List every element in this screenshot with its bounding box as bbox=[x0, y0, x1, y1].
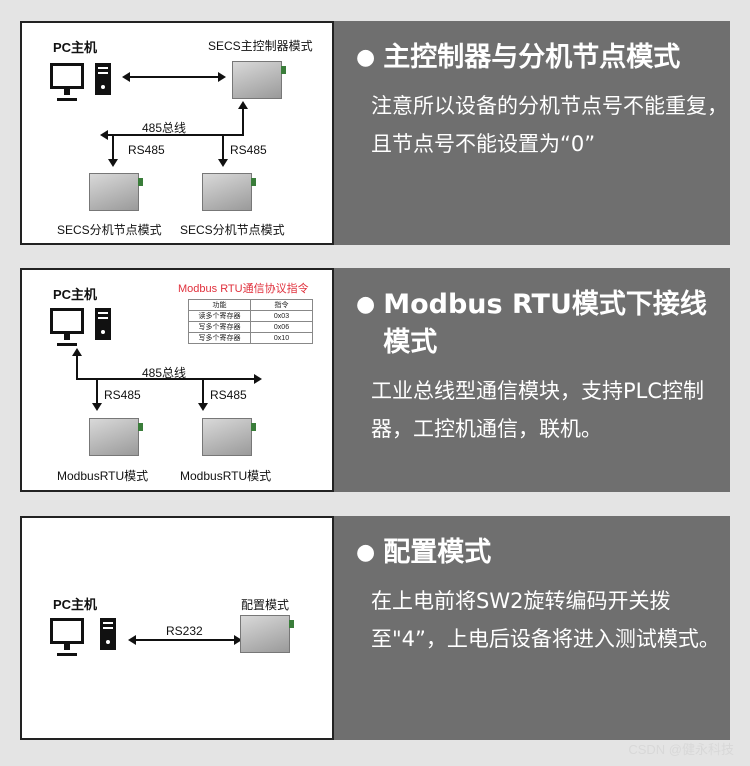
table-header-cell: 功能 bbox=[188, 299, 251, 311]
section-body: 工业总线型通信模块，支持PLC控制器，工控机通信，联机。 bbox=[371, 379, 705, 441]
command-table: 功能 指令 读多个寄存器 0x03 写多个寄存器 0x06 写多个寄存器 0x1… bbox=[188, 299, 313, 344]
section-title: ●配置模式 bbox=[356, 534, 730, 572]
table-row: 写多个寄存器 0x10 bbox=[188, 332, 313, 344]
rs485-label-left: RS485 bbox=[104, 388, 141, 402]
bullet-icon: ● bbox=[356, 45, 376, 70]
section-modbus: PC主机 Modbus RTU通信协议指令 功能 指令 读多个寄存器 0x03 … bbox=[20, 268, 730, 492]
diagram-modbus: PC主机 Modbus RTU通信协议指令 功能 指令 读多个寄存器 0x03 … bbox=[20, 268, 334, 492]
arrow-left-icon bbox=[128, 635, 136, 645]
device-label: 配置模式 bbox=[241, 598, 290, 612]
rs485-label-right: RS485 bbox=[230, 143, 267, 157]
description-panel: ●配置模式 在上电前将SW2旋转编码开关拨至"4”，上电后设备将进入测试模式。 bbox=[334, 516, 730, 740]
arrow-up-icon bbox=[238, 101, 248, 109]
link-line bbox=[134, 639, 234, 641]
arrow-right-icon bbox=[234, 635, 242, 645]
link-line bbox=[128, 76, 218, 78]
node-device-icon bbox=[89, 173, 143, 211]
pc-tower-icon bbox=[95, 63, 111, 95]
monitor-base bbox=[57, 98, 77, 101]
pc-tower-icon bbox=[100, 618, 116, 650]
monitor-icon bbox=[50, 618, 84, 650]
arrow-down-icon bbox=[108, 159, 118, 167]
table-header-row: 功能 指令 bbox=[188, 299, 313, 311]
bullet-icon: ● bbox=[356, 540, 376, 565]
arrow-left-icon bbox=[122, 72, 130, 82]
watermark: CSDN @健永科技 bbox=[628, 742, 734, 757]
node-device-icon bbox=[202, 173, 256, 211]
pc-label: PC主机 bbox=[53, 40, 98, 55]
description-panel: ●主控制器与分机节点模式 注意所以设备的分机节点号不能重复，且节点号不能设置为“… bbox=[334, 21, 730, 245]
section-body: 在上电前将SW2旋转编码开关拨至"4”，上电后设备将进入测试模式。 bbox=[371, 589, 720, 651]
section-title: ●主控制器与分机节点模式 bbox=[356, 39, 730, 77]
pc-label: PC主机 bbox=[53, 287, 98, 302]
arrow-down-icon bbox=[218, 159, 228, 167]
node-label-left: ModbusRTU模式 bbox=[57, 469, 149, 483]
node-label-right: ModbusRTU模式 bbox=[180, 469, 272, 483]
rs485-label-right: RS485 bbox=[210, 388, 247, 402]
rs485-label-left: RS485 bbox=[128, 143, 165, 157]
table-cell: 写多个寄存器 bbox=[188, 321, 251, 333]
bullet-icon: ● bbox=[356, 292, 376, 317]
table-row: 读多个寄存器 0x03 bbox=[188, 310, 313, 322]
monitor-icon bbox=[50, 63, 84, 95]
section-config: PC主机 RS232 配置模式 ●配置模式 在上电前将SW2旋转编码开关拨至"4… bbox=[20, 516, 730, 740]
arrow-right-icon bbox=[218, 72, 226, 82]
section-title: ●Modbus RTU模式下接线模式 bbox=[356, 286, 730, 362]
description-panel: ●Modbus RTU模式下接线模式 工业总线型通信模块，支持PLC控制器，工控… bbox=[334, 268, 730, 492]
section-body: 注意所以设备的分机节点号不能重复，且节点号不能设置为“0” bbox=[371, 94, 728, 156]
table-header-cell: 指令 bbox=[250, 299, 313, 311]
bus-line bbox=[106, 134, 244, 136]
drop-line-right bbox=[202, 380, 204, 404]
diagram-config: PC主机 RS232 配置模式 bbox=[20, 516, 334, 740]
arrow-up-icon bbox=[72, 348, 82, 356]
arrow-right-icon bbox=[254, 374, 262, 384]
rs232-label: RS232 bbox=[166, 624, 203, 638]
section-master-node: PC主机 SECS主控制器模式 485总线 RS485 RS485 SECS分机… bbox=[20, 21, 730, 245]
table-cell: 0x06 bbox=[250, 321, 313, 333]
pc-label: PC主机 bbox=[53, 597, 98, 612]
monitor-base bbox=[57, 653, 77, 656]
master-device-icon bbox=[232, 61, 286, 99]
riser-line bbox=[76, 356, 78, 380]
bus-label: 485总线 bbox=[142, 121, 187, 135]
drop-line-right bbox=[222, 136, 224, 160]
node-label-left: SECS分机节点模式 bbox=[57, 223, 162, 237]
node-label-right: SECS分机节点模式 bbox=[180, 223, 285, 237]
drop-line-left bbox=[96, 380, 98, 404]
modbus-device-icon bbox=[202, 418, 256, 456]
arrow-left-icon bbox=[100, 130, 108, 140]
bus-line bbox=[76, 378, 254, 380]
arrow-down-icon bbox=[198, 403, 208, 411]
table-title: Modbus RTU通信协议指令 bbox=[178, 283, 309, 295]
pc-tower-icon bbox=[95, 308, 111, 340]
riser-line bbox=[242, 109, 244, 134]
table-cell: 0x03 bbox=[250, 310, 313, 322]
modbus-device-icon bbox=[89, 418, 143, 456]
config-device-icon bbox=[240, 615, 294, 653]
diagram-master-node: PC主机 SECS主控制器模式 485总线 RS485 RS485 SECS分机… bbox=[20, 21, 334, 245]
master-label: SECS主控制器模式 bbox=[208, 39, 313, 53]
bus-label: 485总线 bbox=[142, 366, 187, 380]
table-cell: 0x10 bbox=[250, 332, 313, 344]
drop-line-left bbox=[112, 136, 114, 160]
table-cell: 读多个寄存器 bbox=[188, 310, 251, 322]
table-cell: 写多个寄存器 bbox=[188, 332, 251, 344]
monitor-icon bbox=[50, 308, 84, 340]
arrow-down-icon bbox=[92, 403, 102, 411]
monitor-base bbox=[57, 343, 77, 346]
table-row: 写多个寄存器 0x06 bbox=[188, 321, 313, 333]
